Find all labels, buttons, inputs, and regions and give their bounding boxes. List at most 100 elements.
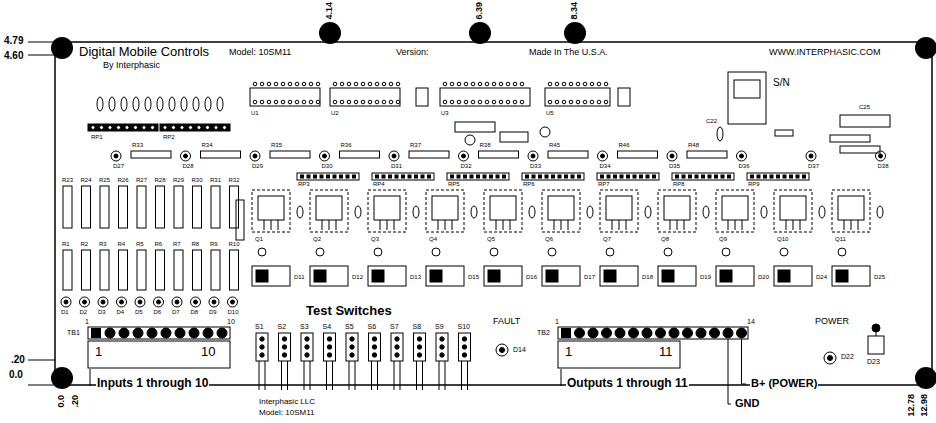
switch-lead [259,361,260,390]
switch-label: S5 [344,323,355,330]
ic-pin [316,82,320,86]
part-label: RP4 [372,181,386,187]
small-part [465,135,475,145]
pack-pin [333,175,337,179]
part-label: RP8 [672,181,686,187]
part-label: D8 [190,309,200,315]
pack-pin [646,175,650,179]
crystal-symbol [500,132,528,142]
pack-pin [352,175,356,179]
resistor-pack [88,124,158,131]
pin-number: 10 [226,318,236,325]
resistor-symbol [82,186,91,228]
ic-pin [375,100,379,104]
ic-pin [499,82,503,86]
pin-number: 14 [746,318,756,325]
terminal-callout: Inputs 1 through 10 [96,377,209,389]
part-label: R36 [340,142,353,148]
small-part [606,248,614,256]
ic-pin [450,100,454,104]
part-label: D2 [79,309,89,315]
pack-pin [613,175,617,179]
led-dot [531,154,535,158]
part-label: R37 [409,142,422,148]
dimension-label: .20 [10,355,26,365]
capacitor-symbol [819,206,825,218]
switch-pin [350,345,354,349]
part-label: D38 [877,163,890,169]
switch-pin [282,353,286,357]
led-symbol [528,151,538,161]
part-label: D20 [757,274,770,280]
small-part [258,248,266,256]
led-dot [740,154,744,158]
pack-pin [125,126,129,130]
capacitor-symbol [169,97,175,111]
transistor-lead [271,220,272,230]
transistor-lead [387,220,388,230]
ic-pin [274,82,278,86]
ic-pin [506,100,510,104]
pack-pin [577,175,581,179]
transistor-body [722,196,748,220]
small-part [432,248,440,256]
dimension-label: 0.0 [57,394,66,409]
pack-pin [496,175,500,179]
pack-pin [525,175,529,179]
capacitor-symbol [840,115,890,127]
transistor-lead [735,220,736,230]
part-label: R10 [228,241,241,247]
part-label: RP7 [597,181,611,187]
ic-pin [396,82,400,86]
small-part [664,248,672,256]
led-symbol [228,297,238,307]
led-dot [601,154,605,158]
resistor-symbol [211,186,220,228]
ic-pin [562,82,566,86]
test-switch [256,333,268,361]
part-label: D4 [116,309,126,315]
switch-lead [310,361,311,390]
led-dot [83,300,87,304]
leader-line [561,369,562,386]
transistor-outline [600,190,638,232]
mounting-hole [51,37,73,59]
resistor-symbol [211,250,220,290]
brand-sub: By Interphasic [102,61,161,70]
transistor-lead [264,220,265,230]
switch-lead [400,361,401,390]
switch-lead [377,361,378,390]
transistor-outline [368,190,406,232]
to220-package [600,266,638,286]
part-label: R28 [154,177,167,183]
transistor-outline [484,190,522,232]
pack-pin [783,175,787,179]
capacitor-symbol [761,206,767,218]
terminal-outline [558,341,680,368]
pack-pin [375,175,379,179]
led-dot [184,154,188,158]
terminal-pin [561,328,571,338]
maker-note: Model: 10SM11 [258,409,315,417]
pack-pin [382,175,386,179]
to220-tab [720,270,732,282]
terminal-pin [669,328,679,338]
led-label: FAULT [492,317,521,326]
part-label: D7 [171,309,181,315]
switch-label: S10 [457,323,471,330]
transistor-lead [561,220,562,230]
transistor-body [432,196,458,220]
led-dot [175,300,179,304]
to220-tab [546,270,558,282]
terminal-pin [175,328,185,338]
pack-pin [427,175,431,179]
led-symbol [876,151,886,161]
part-label: D31 [390,163,403,169]
part-label: R29 [172,177,185,183]
part-label: D27 [112,163,125,169]
part-label: R38 [479,142,492,148]
transistor-body [316,196,342,220]
web-address: WWW.INTERPHASIC.COM [768,48,882,57]
pack-pin [620,175,624,179]
